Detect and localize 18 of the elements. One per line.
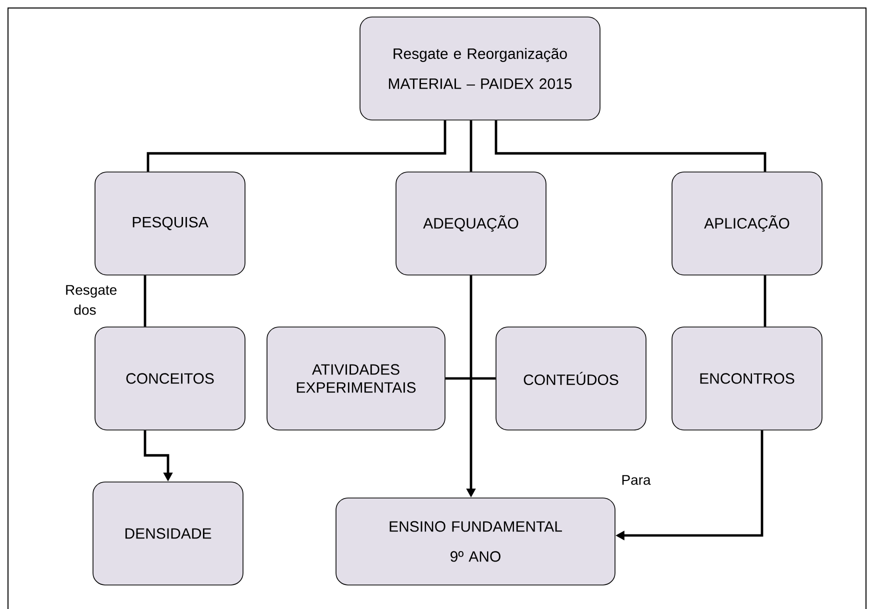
connector-line <box>144 275 146 327</box>
process-box: ENSINO FUNDAMENTAL 9º ANO <box>336 498 616 586</box>
title-box: Resgate e Reorganização MATERIAL – PAIDEX 2015 <box>360 16 600 120</box>
process-box: ENCONTROS <box>672 326 822 430</box>
connector-line <box>470 120 472 172</box>
process-box: ADEQUAÇÃO <box>396 172 546 276</box>
process-box: APLICAÇÃO <box>672 172 822 276</box>
connector-line <box>445 377 496 380</box>
process-box: PESQUISA <box>94 172 246 276</box>
edge-label: Para <box>615 474 657 486</box>
connector-line <box>494 120 766 172</box>
connector-line <box>146 120 446 172</box>
process-box: CONCEITOS <box>94 326 246 430</box>
process-box: DENSIDADE <box>92 482 244 586</box>
edge-label: Resgate dos <box>64 284 117 316</box>
process-box: CONTEÚDOS <box>496 326 646 430</box>
connector-line <box>764 275 766 327</box>
process-box: ATIVIDADES EXPERIMENTAIS <box>266 326 446 430</box>
